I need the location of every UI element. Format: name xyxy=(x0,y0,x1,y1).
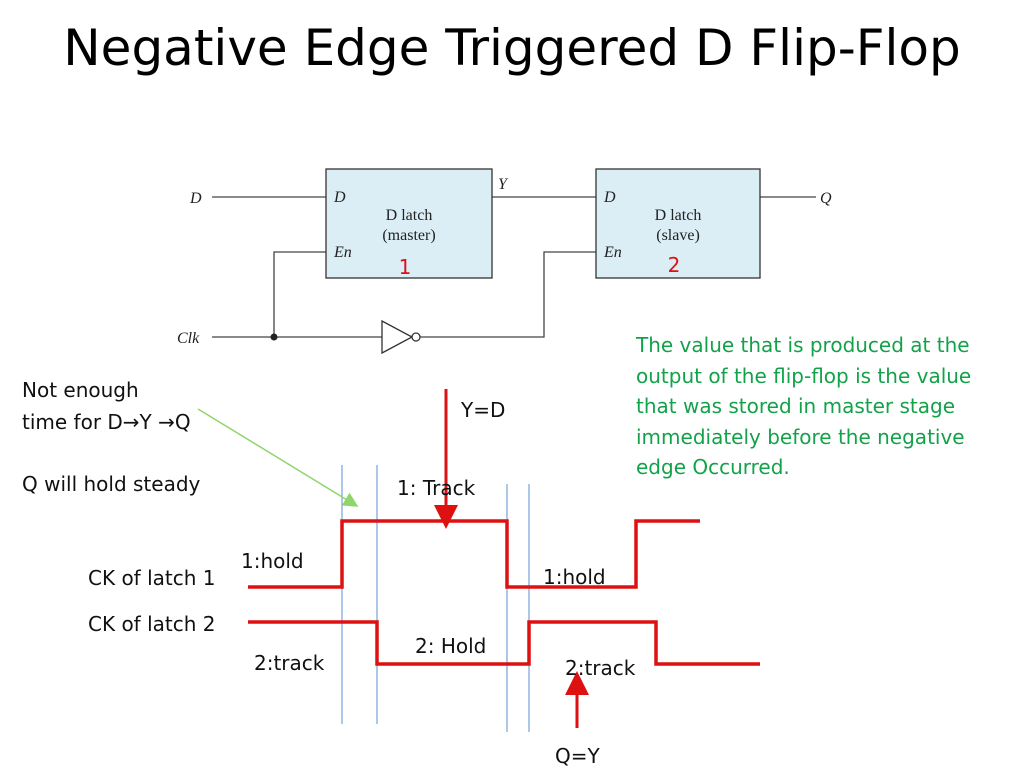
wire-clk-slave-en xyxy=(420,251,596,338)
not-enough-line2: time for D→Y →Q xyxy=(22,410,191,434)
slave-pin-d: D xyxy=(603,189,616,206)
hold1-left-label: 1:hold xyxy=(241,549,304,573)
track2-right-label: 2:track xyxy=(565,656,636,680)
latch1-clock-waveform xyxy=(248,519,700,589)
latch2-clock-waveform xyxy=(248,620,760,666)
input-clk-label: Clk xyxy=(177,330,200,347)
q-eq-y-label: Q=Y xyxy=(555,744,600,768)
slave-name: D latch xyxy=(655,207,702,224)
slave-role: (slave) xyxy=(656,227,700,244)
inverter-gate xyxy=(381,319,421,355)
master-pin-d: D xyxy=(333,189,346,206)
timing-guides xyxy=(341,465,530,732)
master-pin-en: En xyxy=(333,244,352,261)
slave-latch-box xyxy=(595,168,761,279)
output-q-label: Q xyxy=(820,190,832,207)
hold2-label: 2: Hold xyxy=(415,634,487,658)
explanation-note: The value that is produced at the output… xyxy=(636,333,972,479)
input-d-label: D xyxy=(189,190,202,207)
slave-number: 2 xyxy=(668,253,681,277)
master-latch-box xyxy=(325,168,493,279)
wire-clk-master-en xyxy=(273,251,326,337)
wire-y-label: Y xyxy=(498,176,509,193)
slide-title: Negative Edge Triggered D Flip-Flop xyxy=(63,19,961,77)
ck-latch1-label: CK of latch 1 xyxy=(88,566,216,590)
q-hold-label: Q will hold steady xyxy=(22,472,201,496)
not-enough-time-arrow xyxy=(197,408,359,507)
clk-junction xyxy=(270,333,278,341)
track2-left-label: 2:track xyxy=(254,651,325,675)
master-role: (master) xyxy=(382,227,435,244)
master-name: D latch xyxy=(386,207,433,224)
ck-latch2-label: CK of latch 2 xyxy=(88,612,216,636)
slave-pin-en: En xyxy=(603,244,622,261)
not-enough-line1: Not enough xyxy=(22,378,139,402)
master-number: 1 xyxy=(399,255,412,279)
circuit-wires xyxy=(212,196,816,338)
y-eq-d-label: Y=D xyxy=(461,398,506,422)
hold1-right-label: 1:hold xyxy=(543,565,606,589)
track1-label: 1: Track xyxy=(397,476,476,500)
